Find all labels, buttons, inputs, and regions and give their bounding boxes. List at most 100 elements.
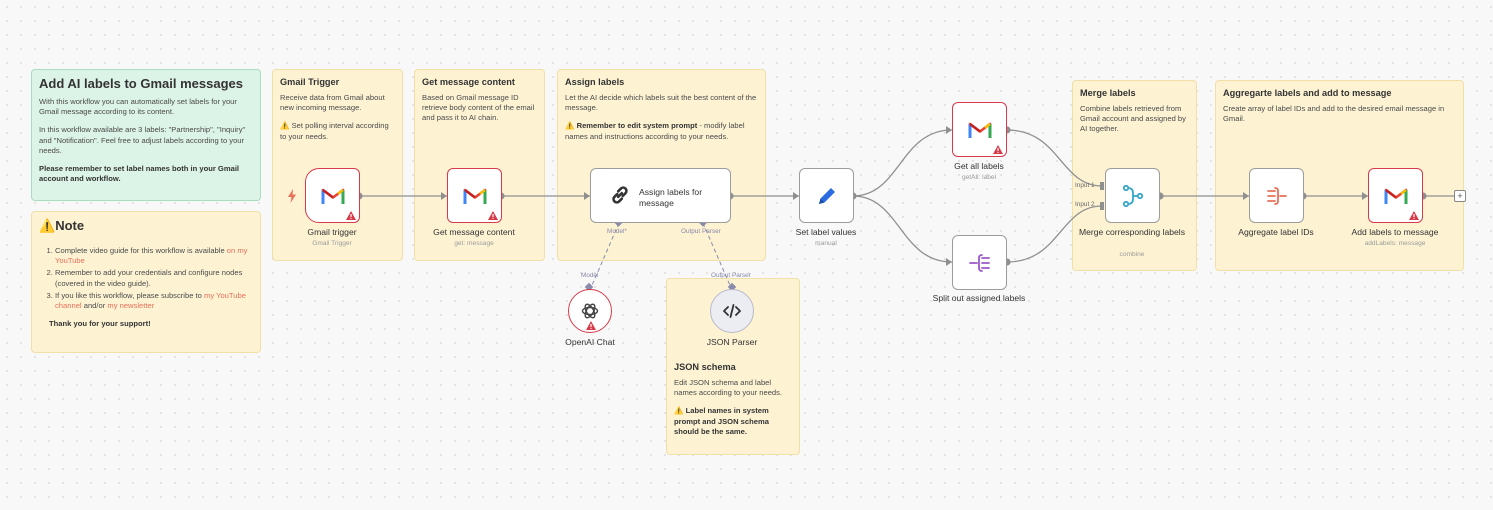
arrow-add (1362, 192, 1368, 200)
get-all-labels-node[interactable] (952, 102, 1007, 157)
sticky-json-body: Edit JSON schema and label names accordi… (674, 378, 783, 398)
gmail-icon (321, 188, 344, 204)
add-labels-title: Add labels to message (1351, 227, 1439, 237)
sticky-gmail-trigger-tip: ⚠️ Set polling interval according to you… (280, 121, 389, 141)
sticky-json-title: JSON schema (674, 362, 736, 372)
split-out-icon (968, 253, 990, 272)
merge-sub: combine (1119, 251, 1145, 258)
arrow-split (946, 258, 952, 266)
sticky-gmail-trigger-body: Receive data from Gmail about new incomi… (280, 93, 385, 113)
openai-chat-node[interactable] (568, 289, 612, 333)
wire-set-to-getall (852, 129, 953, 197)
sticky-json-schema[interactable]: JSON schema Edit JSON schema and label n… (666, 278, 800, 455)
wire-split-to-merge (1006, 205, 1103, 263)
arrow-set (793, 192, 799, 200)
add-node-button[interactable]: + (1454, 190, 1466, 202)
arrow-get (441, 192, 447, 200)
sticky-assign-labels[interactable]: Assign labels Let the AI decide which la… (557, 69, 766, 261)
gmail-icon (968, 122, 991, 138)
warning-icon: ⚠️ (280, 121, 290, 131)
get-message-title: Get message content (433, 227, 515, 237)
newsletter-link[interactable]: my newsletter (107, 301, 155, 311)
sticky-get-content-body: Based on Gmail message ID retrieve body … (422, 93, 535, 123)
gmail-trigger-sub: Gmail Trigger (312, 240, 352, 247)
note-title: ⚠️Note (39, 218, 85, 233)
warning-icon: ⚠️ (565, 121, 575, 131)
arrow-aggregate (1243, 192, 1249, 200)
get-message-node[interactable] (447, 168, 502, 223)
openai-chat-title: OpenAI Chat (565, 337, 615, 347)
port-label-output-parser: Output Parser (681, 228, 721, 235)
warning-icon: ⚠️ (39, 218, 56, 233)
port-label-model: Model* (607, 228, 627, 235)
split-out-title: Split out assigned labels (932, 293, 1026, 303)
workflow-title: Add AI labels to Gmail messages (39, 76, 243, 91)
note-thanks: Thank you for your support! (49, 319, 151, 329)
sticky-gmail-trigger[interactable]: Gmail Trigger Receive data from Gmail ab… (272, 69, 403, 261)
gmail-icon (1384, 188, 1407, 204)
warning-icon: ⚠️ (674, 406, 684, 416)
set-label-values-node[interactable] (799, 168, 854, 223)
warning-icon (488, 211, 498, 220)
json-parser-title: JSON Parser (706, 337, 758, 347)
wire-parser-dashed (702, 222, 733, 291)
merge-input-2-label: Input 2 (1075, 201, 1095, 208)
sticky-gmail-trigger-title: Gmail Trigger (280, 77, 340, 87)
port-in-merge-1 (1100, 182, 1104, 190)
openai-icon (581, 303, 599, 319)
json-parser-node[interactable] (710, 289, 754, 333)
gmail-trigger-title: Gmail trigger (307, 227, 357, 237)
youtube-link[interactable]: on my YouTube (55, 246, 248, 266)
sticky-get-content[interactable]: Get message content Based on Gmail messa… (414, 69, 545, 261)
warning-icon (586, 321, 596, 330)
sticky-assign-body: Let the AI decide which labels suit the … (565, 93, 757, 113)
warning-icon (993, 145, 1003, 154)
wire-set-to-split (852, 195, 953, 263)
merge-node[interactable] (1105, 168, 1160, 223)
chain-link-icon (612, 186, 628, 204)
wire-getall-to-merge (1006, 129, 1103, 187)
sticky-assign-title: Assign labels (565, 77, 625, 87)
sticky-json-tip: ⚠️ Label names in system prompt and JSON… (674, 406, 769, 436)
sticky-aggregate-body: Create array of label IDs and add to the… (1223, 104, 1445, 124)
code-icon (723, 304, 741, 318)
workflow-reminder-text: Please remember to set label names both … (39, 164, 240, 184)
add-labels-node[interactable] (1368, 168, 1423, 223)
sticky-merge-title: Merge labels (1080, 88, 1136, 98)
sticky-get-content-title: Get message content (422, 77, 515, 87)
assign-labels-node[interactable]: Assign labels for message (590, 168, 731, 223)
get-all-labels-title: Get all labels (954, 161, 1004, 171)
note-item-1: Complete video guide for this workflow i… (55, 246, 253, 266)
workflow-intro-text: With this workflow you can automatically… (39, 97, 237, 117)
aggregate-icon (1266, 186, 1287, 205)
trigger-bolt-icon (288, 189, 296, 203)
workflow-labels-text: In this workflow available are 3 labels:… (39, 125, 246, 155)
get-all-labels-sub: getAll: label (961, 174, 997, 181)
merge-icon (1122, 184, 1143, 207)
port-label-openai-model: Model (581, 272, 599, 279)
sticky-note[interactable]: ⚠️Note Complete video guide for this wor… (31, 211, 261, 353)
port-in-merge-2 (1100, 202, 1104, 210)
note-list: Complete video guide for this workflow i… (39, 246, 253, 311)
get-message-sub: get: message (454, 240, 494, 247)
sticky-merge-body: Combine labels retrieved from Gmail acco… (1080, 104, 1186, 134)
port-label-json-output-parser: Output Parser (711, 272, 751, 279)
youtube-channel-link[interactable]: my YouTube channel (55, 290, 246, 311)
warning-icon (346, 211, 356, 220)
split-out-node[interactable] (952, 235, 1007, 290)
sticky-assign-tip: ⚠️ Remember to edit system prompt - modi… (565, 121, 745, 141)
gmail-trigger-node[interactable] (305, 168, 360, 223)
aggregate-title: Aggregate label IDs (1238, 227, 1314, 237)
sticky-aggregate-title: Aggregarte labels and add to message (1223, 88, 1392, 98)
arrow-assign (584, 192, 590, 200)
warning-icon (1409, 211, 1419, 220)
pencil-icon (818, 187, 835, 204)
sticky-workflow-intro[interactable]: Add AI labels to Gmail messages With thi… (31, 69, 261, 201)
wire-model-dashed (589, 222, 620, 291)
aggregate-node[interactable] (1249, 168, 1304, 223)
gmail-icon (463, 188, 486, 204)
set-label-values-title: Set label values (795, 227, 857, 237)
assign-labels-title: Assign labels for message (639, 187, 703, 208)
note-item-2: Remember to add your credentials and con… (55, 268, 253, 288)
